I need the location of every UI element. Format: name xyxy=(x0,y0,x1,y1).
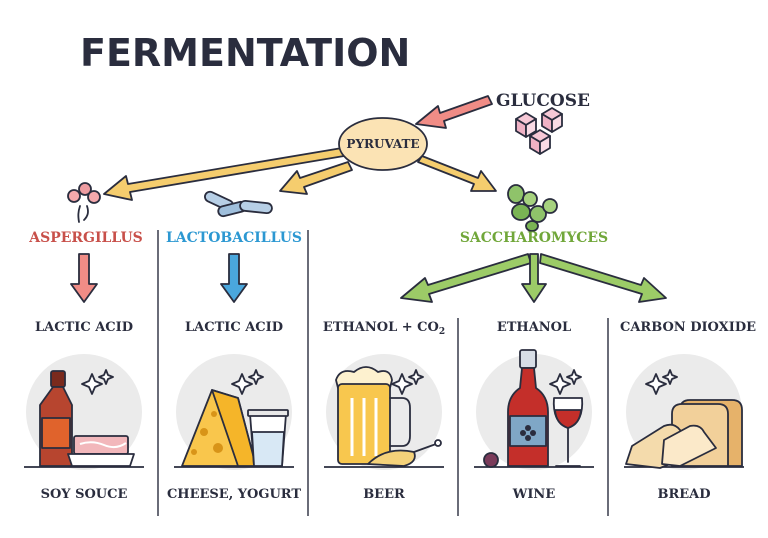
lactobacillus-down-arrow xyxy=(220,253,248,303)
cheese-yogurt-icon xyxy=(181,389,289,467)
process-label-1: LACTIC ACID xyxy=(35,320,133,335)
sparkle-icons xyxy=(81,369,678,395)
column-dividers xyxy=(157,230,609,516)
food-label-2: CHEESE, YOGURT xyxy=(167,487,301,502)
soy-sauce-bottle-icon xyxy=(39,370,135,467)
pyruvate-arrows xyxy=(103,147,497,201)
process-label-5: CARBON DIOXIDE xyxy=(620,320,756,335)
page-title: FERMENTATION xyxy=(80,31,410,75)
glucose-arrow xyxy=(415,95,493,129)
wine-bottle-glass-icon xyxy=(483,349,584,468)
organism-label-lactobacillus: LACTOBACILLUS xyxy=(166,230,302,246)
organism-label-saccharomyces: SACCHAROMYCES xyxy=(460,230,608,246)
food-label-5: BREAD xyxy=(657,487,710,502)
glucose-label: GLUCOSE xyxy=(496,91,590,111)
process-label-3: ETHANOL + CO2 xyxy=(323,320,445,337)
food-label-1: SOY SOUCE xyxy=(41,487,128,502)
saccharomyces-arrows xyxy=(400,253,667,303)
organism-label-aspergillus: ASPERGILLUS xyxy=(28,230,143,246)
pyruvate-label: PYRUVATE xyxy=(346,137,419,151)
aspergillus-down-arrow xyxy=(70,253,98,303)
sugar-cubes-icon xyxy=(515,107,563,155)
process-label-4: ETHANOL xyxy=(497,320,571,335)
food-label-3: BEER xyxy=(363,487,405,502)
rod-bacteria-icon xyxy=(204,190,273,218)
mold-spores-icon xyxy=(67,182,101,223)
process-label-2: LACTIC ACID xyxy=(185,320,283,335)
bread-loaf-icon xyxy=(625,399,743,469)
yeast-cells-icon xyxy=(507,184,558,232)
beer-mug-icon xyxy=(335,366,442,467)
food-label-4: WINE xyxy=(512,487,556,502)
pyruvate-node xyxy=(338,117,428,171)
